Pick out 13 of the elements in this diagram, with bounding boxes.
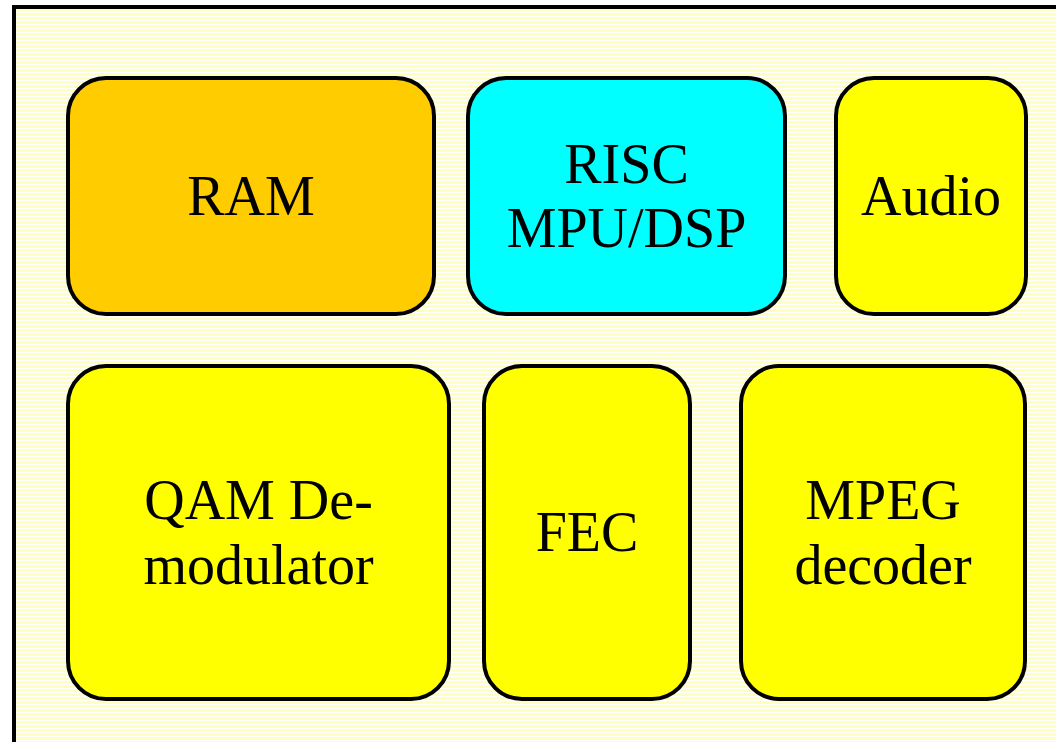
block-label: RISC MPU/DSP [505, 131, 748, 261]
block-label: QAM De-modulator [142, 468, 375, 597]
block-box [66, 364, 451, 701]
block-box [834, 76, 1028, 316]
block-box [482, 364, 692, 701]
block-label: RAM [187, 163, 315, 229]
block-box [739, 364, 1027, 701]
block-label: FEC [535, 500, 639, 565]
block-label: MPEG decoder [793, 468, 973, 597]
block-box [66, 76, 436, 316]
chip-outline [12, 5, 1056, 742]
block-label: Audio [861, 163, 1001, 229]
block-box [466, 76, 787, 316]
